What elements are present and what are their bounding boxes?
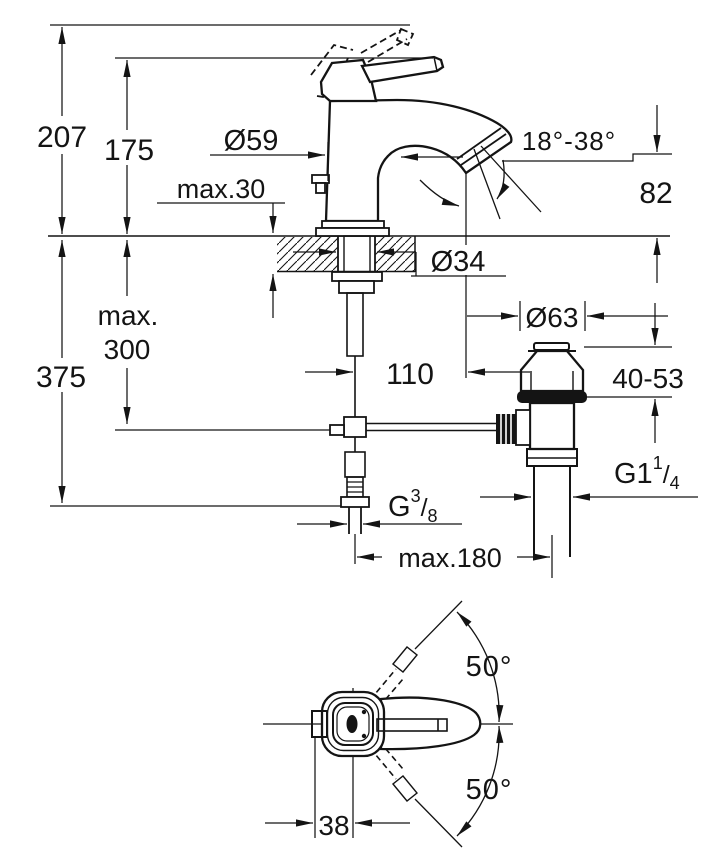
dimension-hole-diameter: Ø34: [293, 246, 506, 278]
dimension-lever-height: 175: [104, 57, 433, 234]
waste-gasket: [517, 391, 587, 403]
lever-arm-top-view: [379, 696, 482, 751]
lever-tip-cap: [433, 56, 438, 72]
dim-label-max-word: max.: [98, 300, 159, 331]
handle-dot-upper: [361, 709, 367, 715]
dim-label-flange-diameter: Ø63: [526, 302, 579, 333]
lever-arm: [360, 55, 445, 84]
dim-label-max-depth: 300: [104, 334, 151, 365]
dim-label-outlet-height: 82: [639, 177, 672, 210]
lever-slot: [376, 718, 448, 732]
dim-label-spout-angle: 18°-38°: [522, 126, 616, 156]
dim-label-lever-height: 175: [104, 134, 154, 167]
waste-thread-base: G1: [614, 458, 653, 490]
swivel-ray-lower-dashed: [369, 740, 404, 780]
handle-dot-lower: [361, 733, 367, 739]
lever-tip-symbol-upper: [392, 646, 418, 673]
swivel-ray-upper-solid: [414, 600, 463, 650]
dimension-basin-thickness: 40-53: [584, 303, 684, 443]
aerator-line-2: [456, 127, 502, 160]
lever-cap: [319, 58, 378, 103]
dimension-total-depth: 375: [36, 240, 341, 507]
supply-thread-slash: /: [421, 494, 428, 522]
angle-label-shelf: [502, 153, 672, 162]
base-lip: [321, 220, 385, 229]
dim-label-waste-thread: G11/4: [614, 453, 680, 493]
flow-direction-arrow: [419, 179, 460, 207]
dim-label-supply-thread: G3/8: [388, 486, 438, 526]
lift-rod-stem: [315, 182, 326, 194]
escutcheon-inner: [332, 702, 374, 746]
waste-thread-sup: 1: [653, 453, 663, 473]
base-plate: [315, 227, 390, 237]
popup-rod-joint: [343, 416, 367, 438]
waste-thread-slash: /: [663, 461, 670, 489]
dim-label-swivel-upper: 50°: [466, 651, 513, 683]
dim-label-handle-offset: 38: [318, 810, 349, 841]
under-counter-assembly: [329, 235, 496, 534]
faucet-body-outline: [324, 98, 513, 223]
dim-label-base-diameter: Ø59: [224, 125, 279, 157]
swivel-ray-upper-dashed: [369, 668, 404, 708]
dimension-waste-thread: G11/4: [480, 453, 698, 501]
swivel-arc-upper: [456, 611, 504, 723]
dim-label-max-reach: max.180: [398, 543, 502, 573]
dimension-max-depth: max. 300: [98, 240, 330, 431]
shank-thread: [343, 235, 371, 273]
supply-thread-base: G: [388, 491, 411, 523]
waste-flange: [519, 349, 585, 393]
counter-hatch-right: [375, 237, 415, 271]
dim-label-total-depth: 375: [36, 361, 86, 394]
dim-label-hole-diameter: Ø34: [431, 246, 486, 278]
angle-leader-arrow: [496, 159, 510, 200]
dimension-base-diameter: Ø59: [210, 125, 463, 181]
waste-thread-sub: 4: [670, 473, 680, 493]
dimension-spout-projection: 110: [305, 358, 530, 391]
dimension-overall-height: 207: [37, 24, 410, 234]
dim-label-overall-height: 207: [37, 121, 87, 154]
mounting-nut: [338, 280, 375, 294]
supply-thread-sup: 3: [411, 486, 421, 506]
dim-label-max-deck: max.30: [177, 174, 266, 204]
dimension-supply-thread: G3/8: [297, 486, 462, 528]
dim-label-spout-projection: 110: [386, 358, 434, 391]
mounting-washer: [331, 271, 383, 282]
dimension-outlet-height: 82: [639, 105, 673, 283]
spray-angle-line-38: [480, 145, 542, 213]
lever-tip-symbol-lower: [392, 775, 418, 802]
threaded-rod: [346, 292, 364, 357]
dim-label-basin-thickness: 40-53: [612, 363, 684, 394]
dimension-spout-angle: 18°-38°: [502, 126, 672, 162]
spray-angle-line-18: [473, 148, 501, 220]
dimension-max-deck: max.30: [157, 174, 285, 318]
supply-thread-sub: 8: [428, 506, 438, 526]
flex-hose-braid: [344, 451, 366, 478]
counter-hatch-left: [277, 237, 338, 271]
hose-nut: [340, 496, 370, 508]
waste-cap: [533, 342, 570, 351]
faucet-side-view: [310, 27, 513, 237]
popup-waste-assembly: [496, 342, 587, 578]
waste-side-port: [515, 409, 531, 446]
spray-annotations: [419, 145, 542, 378]
lift-rod-knob: [311, 174, 330, 184]
swivel-ray-lower-solid: [414, 798, 463, 848]
swivel-arc-lower: [456, 725, 504, 837]
handle-center-mark: [346, 715, 358, 733]
handle-top-view: 50° 50° 38: [263, 600, 513, 848]
waste-body: [528, 401, 576, 451]
dimension-flange-diameter: Ø63: [467, 301, 668, 333]
d34-label-shelf: [411, 252, 506, 277]
dim-label-swivel-lower: 50°: [466, 774, 513, 806]
handle-side-tab: [311, 710, 328, 738]
counter-section: [48, 235, 670, 273]
escutcheon-innermost: [336, 706, 370, 742]
dimension-max-reach: max.180: [354, 534, 550, 573]
popup-rod-stub: [329, 424, 345, 436]
